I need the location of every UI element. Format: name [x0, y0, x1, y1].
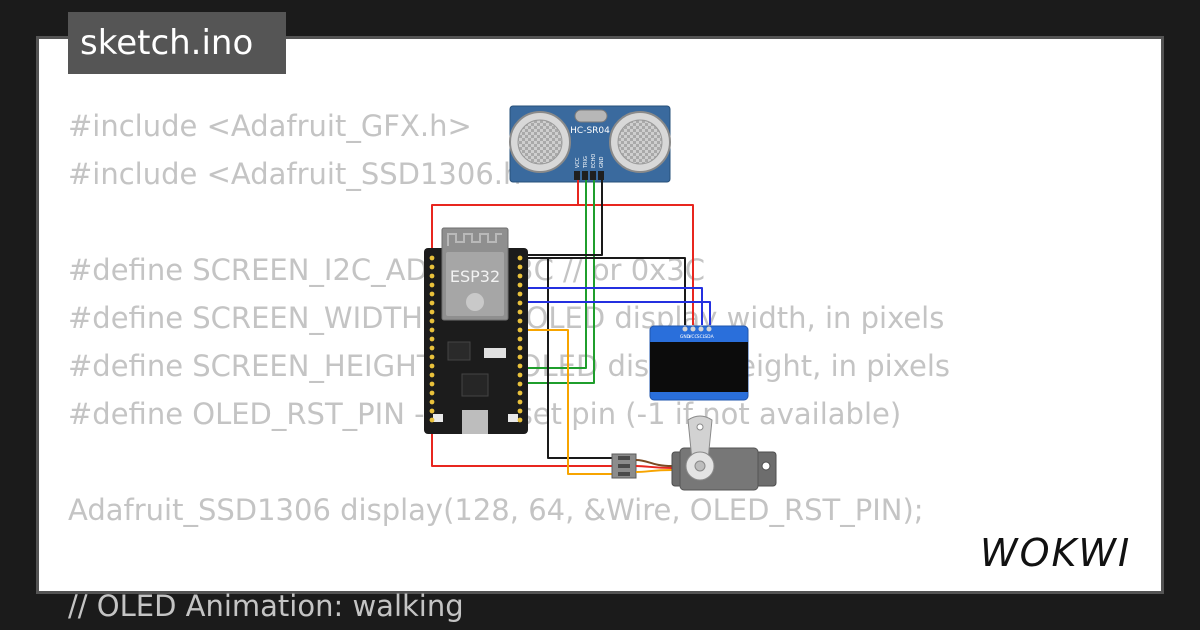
- echo-wire[interactable]: [520, 180, 595, 384]
- esp32-board[interactable]: ESP32: [424, 227, 528, 434]
- sensor-pin[interactable]: [590, 171, 596, 180]
- gpio-pin[interactable]: [517, 408, 523, 414]
- oled-pin-label: VCC: [688, 334, 697, 340]
- code-line: Adafruit_SSD1306 display(128, 64, &Wire,…: [68, 493, 924, 527]
- oled-pin-label: SCL: [697, 334, 706, 340]
- gpio-pin[interactable]: [429, 264, 435, 270]
- gpio-pin[interactable]: [429, 309, 435, 315]
- usb-port[interactable]: [462, 410, 488, 434]
- gpio-pin[interactable]: [429, 327, 435, 333]
- sensor-pin[interactable]: [582, 171, 588, 180]
- gpio-pin[interactable]: [429, 345, 435, 351]
- ground-wire[interactable]: [520, 180, 603, 256]
- gpio-pin[interactable]: [517, 363, 523, 369]
- sensor-pin-label: VCC: [575, 157, 581, 168]
- servo-horn[interactable]: [687, 415, 713, 461]
- wires: [431, 180, 711, 475]
- usb-uart-chip: [461, 373, 489, 397]
- crystal-oscillator: [574, 109, 608, 123]
- gpio-pin[interactable]: [429, 300, 435, 306]
- gpio-pin[interactable]: [429, 399, 435, 405]
- horn-hole-icon: [696, 423, 704, 431]
- gpio-pin[interactable]: [517, 327, 523, 333]
- sensor-label: HC-SR04: [570, 126, 610, 136]
- gpio-pin[interactable]: [429, 372, 435, 378]
- code-line: #include <Adafruit_SSD1306.h>: [68, 157, 546, 191]
- ground-wire[interactable]: [547, 258, 612, 459]
- gpio-pin[interactable]: [429, 363, 435, 369]
- gpio-pin[interactable]: [517, 255, 523, 261]
- gpio-pin[interactable]: [517, 318, 523, 324]
- trig-wire[interactable]: [520, 180, 587, 369]
- pin-header-left: [429, 255, 435, 423]
- servo-signal-wire[interactable]: [520, 329, 612, 475]
- regulator-chip: [484, 348, 506, 358]
- antenna-icon: [447, 233, 502, 246]
- transducer-right: [609, 111, 671, 173]
- oled-display[interactable]: GND VCC SCL SDA: [649, 325, 749, 401]
- oled-pin[interactable]: [698, 326, 704, 332]
- gpio-pin[interactable]: [429, 354, 435, 360]
- wokwi-logo: WOKWI: [980, 531, 1131, 575]
- gpio-pin[interactable]: [429, 282, 435, 288]
- mount-hole-icon: [761, 461, 771, 471]
- gpio-pin[interactable]: [517, 336, 523, 342]
- gpio-pin[interactable]: [429, 336, 435, 342]
- gpio-pin[interactable]: [517, 264, 523, 270]
- espressif-logo-icon: [466, 293, 484, 311]
- rf-shield: [446, 252, 504, 316]
- file-title-tab: sketch.ino: [68, 12, 286, 74]
- code-line: // OLED Animation: walking: [68, 589, 464, 623]
- gpio-pin[interactable]: [429, 381, 435, 387]
- ground-wire[interactable]: [520, 257, 686, 325]
- gpio-pin[interactable]: [429, 318, 435, 324]
- gpio-pin[interactable]: [517, 300, 523, 306]
- servo-motor[interactable]: [611, 415, 777, 491]
- transducer-left: [509, 111, 571, 173]
- sensor-pin-label: ECHO: [591, 154, 597, 168]
- mcu-label: ESP32: [450, 267, 500, 286]
- gpio-pin[interactable]: [517, 399, 523, 405]
- gpio-pin[interactable]: [429, 390, 435, 396]
- ultrasonic-sensor[interactable]: HC-SR04 VCC TRIG ECHO GND: [509, 105, 671, 183]
- sensor-pin[interactable]: [598, 171, 604, 180]
- oled-screen: [650, 342, 748, 392]
- gpio-pin[interactable]: [429, 408, 435, 414]
- button-boot[interactable]: [447, 341, 471, 361]
- gpio-pin[interactable]: [429, 291, 435, 297]
- gpio-pin[interactable]: [429, 417, 435, 423]
- gpio-pin[interactable]: [517, 291, 523, 297]
- gpio-pin[interactable]: [517, 390, 523, 396]
- gpio-pin[interactable]: [517, 381, 523, 387]
- code-line: #include <Adafruit_GFX.h>: [68, 109, 472, 143]
- oled-pin[interactable]: [690, 326, 696, 332]
- gpio-pin[interactable]: [517, 309, 523, 315]
- pin-header-right: [517, 255, 523, 423]
- gpio-pin[interactable]: [517, 372, 523, 378]
- sda-wire[interactable]: [520, 301, 711, 325]
- oled-pin-label: GND: [680, 334, 691, 340]
- gpio-pin[interactable]: [517, 354, 523, 360]
- oled-pin[interactable]: [706, 326, 712, 332]
- sensor-pin[interactable]: [574, 171, 580, 180]
- power-wire[interactable]: [431, 180, 612, 467]
- gpio-pin[interactable]: [429, 273, 435, 279]
- gpio-pin[interactable]: [517, 282, 523, 288]
- power-wire[interactable]: [578, 204, 694, 325]
- button-en[interactable]: [433, 414, 443, 422]
- gpio-pin[interactable]: [517, 417, 523, 423]
- scl-wire[interactable]: [520, 287, 703, 325]
- sensor-pin-label: TRIG: [583, 156, 589, 169]
- gpio-pin[interactable]: [517, 345, 523, 351]
- gpio-pin[interactable]: [517, 273, 523, 279]
- button-boot-2[interactable]: [508, 414, 518, 422]
- oled-pin-label: SDA: [704, 334, 714, 340]
- gpio-pin[interactable]: [429, 255, 435, 261]
- logo-text: WOKWI: [980, 531, 1131, 575]
- oled-pin[interactable]: [682, 326, 688, 332]
- sensor-pin-label: GND: [599, 156, 605, 168]
